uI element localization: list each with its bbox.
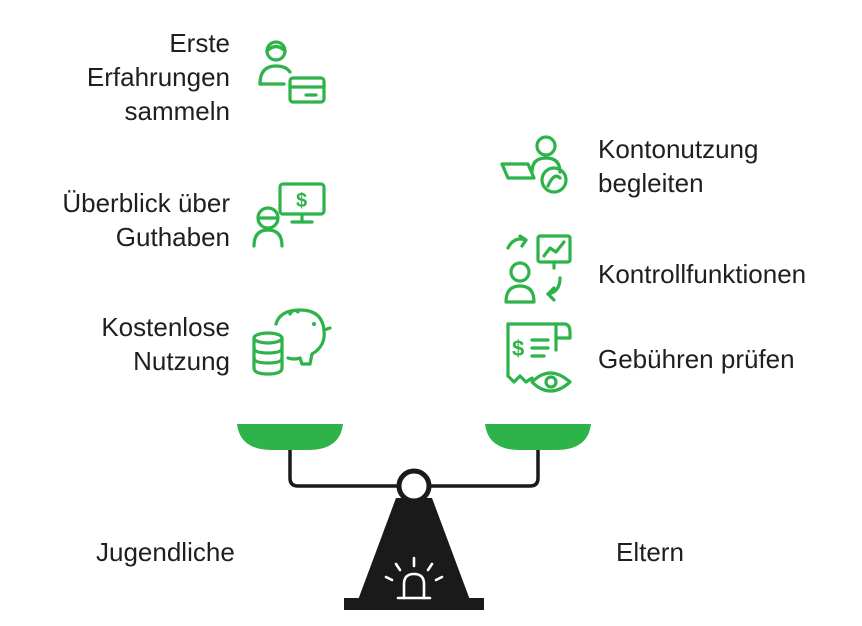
light-icon: [384, 556, 444, 600]
right-item-3-label: Gebühren prüfen: [598, 344, 795, 374]
left-side-title: Jugendliche: [96, 537, 235, 567]
person-card-guidance-icon: [498, 134, 580, 200]
scale-foot: [344, 598, 484, 610]
svg-text:$: $: [296, 190, 307, 212]
left-pan: [237, 424, 343, 450]
person-card-icon: [250, 38, 330, 114]
left-item-2-label: Überblick über Guthaben: [62, 188, 230, 252]
person-monitor-dollar-icon: $: [250, 180, 330, 250]
pivot-ring: [396, 468, 432, 504]
person-chart-arrows-icon: [500, 232, 580, 308]
piggy-bank-coins-icon: [250, 304, 332, 380]
scale-base: [358, 498, 470, 600]
right-side-title: Eltern: [616, 537, 684, 567]
left-item-1-label: Erste Erfahrungen sammeln: [86, 28, 230, 126]
svg-text:$: $: [512, 336, 524, 361]
right-item-2-label: Kontrollfunktionen: [598, 259, 807, 289]
right-pan: [485, 424, 591, 450]
right-item-1-label: Kontonutzung begleiten: [598, 134, 759, 198]
left-item-3-label: Kostenlose Nutzung: [101, 312, 230, 376]
receipt-eye-icon: $: [500, 320, 580, 402]
